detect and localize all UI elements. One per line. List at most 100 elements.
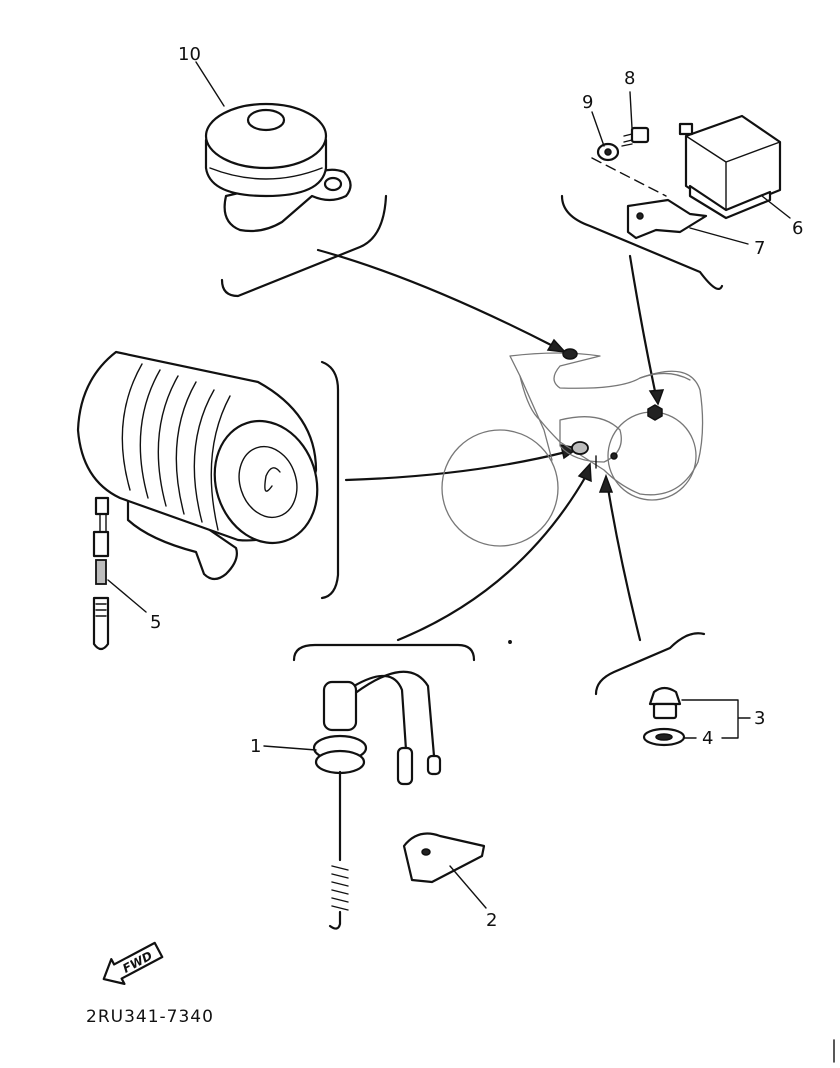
- harness-spool-end: [213, 419, 319, 545]
- relay-part: [678, 114, 782, 220]
- harness-wrap-line: [121, 363, 143, 491]
- relay-top-edge: [685, 135, 781, 213]
- switch-nut: [314, 749, 366, 775]
- harness-wrap-line: [175, 381, 197, 515]
- horn-dome: [204, 102, 328, 170]
- location-leaders: [316, 248, 665, 642]
- callout-leaders: [107, 61, 791, 909]
- callout-leader-9: [591, 111, 605, 147]
- relay-assembly-dashline: [591, 157, 667, 197]
- switch-group-bracket: [292, 643, 476, 662]
- horn-cap: [246, 108, 286, 132]
- callout-7: 7: [754, 238, 765, 259]
- switch-leader-arrowhead: [577, 462, 592, 483]
- part-code: 2RU341-7340: [86, 1007, 214, 1027]
- callout-leader-7: [689, 227, 749, 245]
- switch-connector-right: [426, 754, 442, 776]
- washer-part: [596, 142, 620, 162]
- fwd-arrow-shape: [102, 941, 164, 985]
- rear-wheel: [607, 411, 697, 501]
- cable-tie-strap: [99, 513, 107, 533]
- gasket-part: [642, 727, 686, 747]
- relay-leader-arrowhead: [648, 389, 665, 406]
- neutral-switch-part: [312, 670, 442, 930]
- relay-location-mark: [647, 404, 663, 421]
- callout-leader-2: [449, 865, 487, 909]
- drain-plug-part: [648, 686, 682, 720]
- callout-leader-6: [761, 195, 791, 219]
- switch-hook: [328, 910, 342, 930]
- relay-bracket-hole: [636, 212, 644, 220]
- cable-tie-teeth: [95, 559, 107, 585]
- callout-leader-3: [681, 699, 751, 739]
- harness-back-plate: [126, 496, 238, 581]
- callout-8: 8: [624, 68, 635, 89]
- cable-tie-part: [92, 496, 110, 651]
- relay-bracket-part: [626, 198, 708, 240]
- bracket-plate: [402, 832, 486, 884]
- frame-outline: [509, 352, 704, 496]
- cable-tie-lock: [92, 530, 110, 558]
- harness-wrap-line: [139, 369, 161, 499]
- screw-head: [630, 126, 650, 144]
- plug-head: [648, 686, 682, 706]
- horn-rim-line: [209, 167, 323, 180]
- harness-wrap-line: [157, 375, 179, 507]
- engine-outline: [559, 416, 622, 463]
- relay-connector-tab: [678, 122, 694, 136]
- screw-thread: [621, 133, 633, 147]
- wire-location-mark: [571, 441, 589, 455]
- plug-leader-line: [606, 486, 642, 642]
- relay-bracket-plate: [626, 198, 708, 240]
- callout-labels: 10 8 9 6 7 5 3 4 1 2: [150, 44, 803, 931]
- relay-terminal-block: [688, 184, 772, 220]
- harness-spool-inner-ring: [238, 445, 298, 519]
- screw-part: [621, 126, 650, 147]
- relay-body: [684, 114, 782, 214]
- callout-10: 10: [178, 44, 201, 65]
- callout-leader-1: [263, 745, 317, 751]
- forward-arrow: FWD: [102, 941, 164, 985]
- scan-dot: [508, 640, 512, 644]
- callout-leader-5: [107, 579, 147, 613]
- harness-spool-hub: [264, 467, 281, 492]
- bracket-hole: [421, 848, 431, 856]
- bracket-fold: [439, 835, 485, 847]
- callout-4: 4: [702, 728, 713, 749]
- horn-group-bracket: [220, 194, 388, 298]
- wire-harness-part: [76, 350, 319, 581]
- seat-line: [639, 372, 691, 381]
- callout-5: 5: [150, 612, 161, 633]
- motorcycle-silhouette: [441, 348, 704, 547]
- switch-connector-left: [396, 746, 414, 786]
- switch-leader-line: [396, 474, 588, 642]
- relay-group-bracket: [560, 194, 724, 290]
- switch-bracket-part: [402, 832, 486, 884]
- cable-tie-head: [94, 496, 110, 516]
- relay-leader-line: [628, 254, 658, 398]
- horn-mount-hole: [323, 176, 343, 192]
- wire-group-bracket: [320, 360, 340, 600]
- wire-leader-line: [344, 450, 568, 482]
- plug-location-mark: [610, 452, 618, 460]
- plug-leader-arrowhead: [598, 473, 614, 493]
- horn-location-mark: [562, 348, 578, 360]
- callout-2: 2: [486, 910, 497, 931]
- switch-wire: [352, 670, 436, 758]
- fork-line: [519, 375, 553, 461]
- callout-6: 6: [792, 218, 803, 239]
- plug-shank: [652, 702, 678, 720]
- front-wheel: [441, 429, 559, 547]
- callout-3: 3: [754, 708, 765, 729]
- callout-1: 1: [250, 736, 261, 757]
- group-brackets: [220, 194, 724, 696]
- plug-group-bracket: [594, 632, 706, 696]
- washer-hole: [604, 148, 612, 156]
- horn-leader-line: [316, 248, 555, 348]
- switch-spring: [331, 865, 349, 911]
- cable-tie-tail: [92, 596, 110, 651]
- callout-leader-8: [629, 91, 633, 129]
- horn-part: [204, 102, 352, 233]
- callout-9: 9: [582, 92, 593, 113]
